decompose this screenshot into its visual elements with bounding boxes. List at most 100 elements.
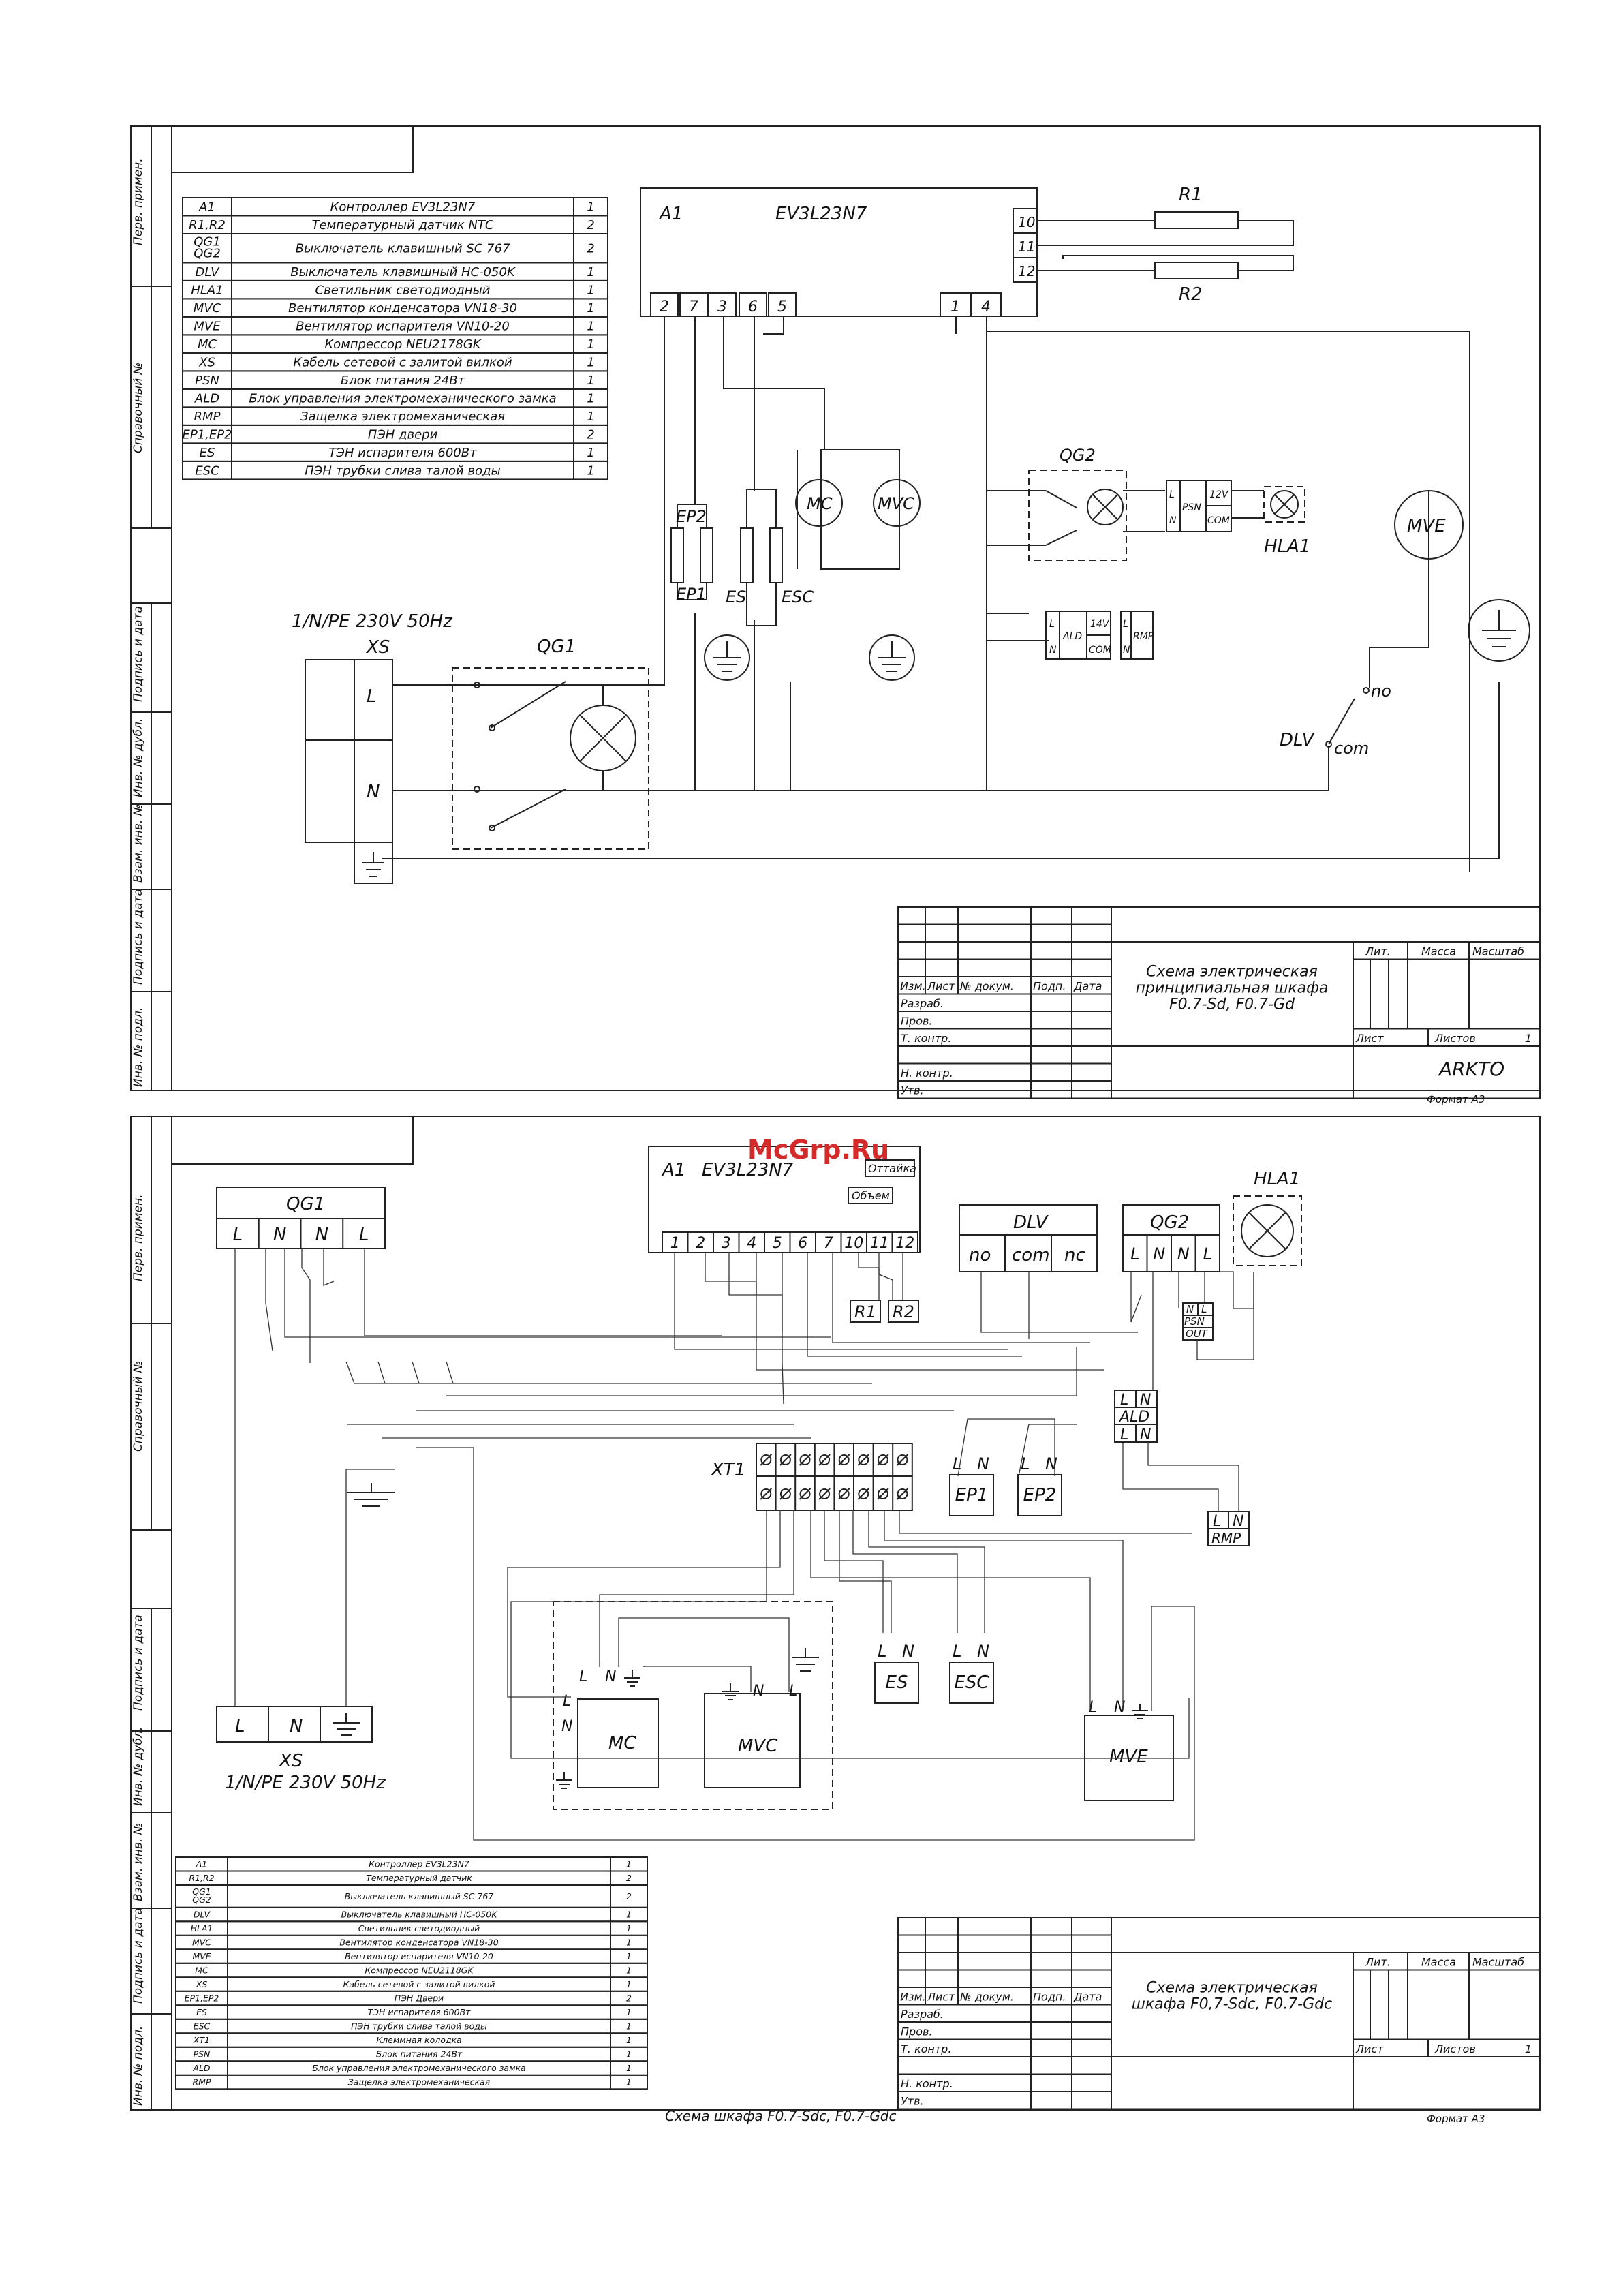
sensor-r1 xyxy=(1154,211,1239,229)
s1-part-qty: 1 xyxy=(587,463,594,478)
s2-part-qty: 1 xyxy=(626,2035,632,2045)
s1-part-desc: Выключатель клавишный HC-050K xyxy=(290,265,516,279)
s2-part-code: XS xyxy=(196,1979,208,1989)
psn-2-n: N xyxy=(1186,1303,1194,1315)
controller-a1-ref: A1 xyxy=(658,204,683,224)
compressor-mc-symbol xyxy=(795,479,843,527)
s1-part-desc: Компрессор NEU2178GK xyxy=(324,337,481,352)
s1-title-rowlabel: Пров. xyxy=(901,1015,933,1028)
s2-part-code: RMP xyxy=(192,2077,211,2087)
s2-part-code: ALD xyxy=(192,2063,211,2073)
terminal-label: 7 xyxy=(689,299,698,316)
rmp-2-n: N xyxy=(1233,1513,1243,1530)
s2-part-qty: 1 xyxy=(626,1979,632,1989)
terminal-label: 6 xyxy=(748,299,758,316)
s2-title-frame xyxy=(897,1917,1541,2110)
s1-part-qty: 1 xyxy=(587,265,594,279)
mvc-2-l: L xyxy=(789,1683,797,1700)
s2-title-rowlabel: Т. контр. xyxy=(901,2042,951,2055)
xt1-screw xyxy=(799,1488,811,1499)
s1-title-rowlabel: Разраб. xyxy=(901,997,944,1010)
s1-part-qty: 2 xyxy=(587,242,594,256)
sheet-2-wiring[interactable] xyxy=(234,1249,1254,1841)
mc-2-l-top: L xyxy=(579,1668,587,1685)
terminal-label: 3 xyxy=(717,299,727,316)
mvc-2-box xyxy=(704,1693,801,1788)
s2-title-rowlabel: Разраб. xyxy=(901,2008,944,2021)
s2-part-code: QG1 xyxy=(192,1886,211,1897)
controller2-defrost xyxy=(865,1159,915,1177)
psn-12v: 12V xyxy=(1209,489,1229,500)
side2-label-3: Подпись и дата xyxy=(132,1614,145,1711)
s1-part-qty: 2 xyxy=(587,218,594,232)
s1-part-desc: ПЭН двери xyxy=(368,427,438,442)
xt1-screw xyxy=(877,1488,888,1499)
sheet-1-frame xyxy=(130,125,1541,1091)
s2-title-header: Дата xyxy=(1073,1991,1102,2004)
controller2-terminal-label: 4 xyxy=(747,1235,756,1252)
side-label-5: Взам. инв. № xyxy=(132,804,145,883)
s2-part-qty: 1 xyxy=(626,1951,632,1961)
sheet-1: Перв. примен. Справочный № Подпись и дат… xyxy=(130,125,1541,1105)
side-label-2: Справочный № xyxy=(132,363,145,453)
r1-2-label: R1 xyxy=(854,1302,876,1321)
side-label-6: Подпись и дата xyxy=(132,889,145,985)
controller2-volume-label: Объем xyxy=(852,1189,890,1202)
s2-part-qty: 1 xyxy=(626,2063,632,2073)
xt1-screw xyxy=(779,1488,791,1499)
qg2-terminal-label: L xyxy=(1130,1244,1139,1264)
fan-mve-symbol xyxy=(1394,490,1464,560)
s1-part-code: A1 xyxy=(198,200,215,215)
s1-title-header: Дата xyxy=(1073,980,1102,993)
s2-part-qty: 1 xyxy=(626,1909,632,1919)
ald-2-n1: N xyxy=(1140,1392,1151,1409)
s1-title-name: Схема электрическая xyxy=(1146,964,1318,981)
plug-n: N xyxy=(367,782,380,802)
sheet-2-caption: Схема шкафа F0.7-Sdc, F0.7-Gdc xyxy=(665,2108,897,2124)
terminal-cell xyxy=(768,292,797,317)
terminal-10: 10 xyxy=(1018,214,1035,230)
s1-part-row xyxy=(182,460,608,480)
side-label-3: Подпись и дата xyxy=(132,606,145,702)
lamp-hla1-box xyxy=(1263,486,1305,523)
side-label-1: Перв. примен. xyxy=(132,158,145,245)
sheet-1-org: ARKTO xyxy=(1438,1058,1504,1080)
s1-title-name: F0.7-Sd, F0.7-Gd xyxy=(1169,996,1295,1013)
mve-2-label: MVE xyxy=(1109,1747,1148,1767)
s2-title-header: Изм. xyxy=(900,1991,926,2004)
psn-2-label: PSN xyxy=(1184,1315,1205,1328)
xt1-screw xyxy=(799,1454,811,1465)
controller2-volume xyxy=(848,1187,893,1204)
mc-2-box xyxy=(577,1698,659,1788)
s2-part-desc: Защелка электромеханическая xyxy=(348,2077,491,2087)
ep2-box xyxy=(1017,1474,1062,1516)
terminal-cell xyxy=(679,292,708,317)
controller2-terminal-label: 2 xyxy=(696,1235,705,1252)
mc-2-n-side: N xyxy=(561,1718,572,1735)
es-box xyxy=(874,1662,919,1704)
psn-n: N xyxy=(1169,515,1177,526)
terminal-cell xyxy=(739,292,767,317)
s2-title-rowlabel: Утв. xyxy=(901,2095,924,2108)
s1-title-rowlabel: Н. контр. xyxy=(901,1067,953,1080)
s2-title-name: шкафа F0,7-Sdc, F0.7-Gdc xyxy=(1132,1996,1332,2013)
switch-qg1-box xyxy=(452,667,649,850)
ground-symbols-sheet-1 xyxy=(704,599,1530,681)
controller2-terminal-label: 12 xyxy=(895,1235,914,1252)
s1-part-qty: 1 xyxy=(587,200,594,215)
s2-part-desc: Выключатель клавишный HC-050K xyxy=(341,1909,499,1919)
s1-part-qty: 1 xyxy=(587,283,594,297)
s2-title-scale: Масштаб xyxy=(1472,1956,1524,1969)
rmp-2-label: RMP xyxy=(1211,1530,1241,1546)
s1-title-name: принципиальная шкафа xyxy=(1136,980,1329,997)
s2-title-lit: Лит. xyxy=(1365,1956,1391,1969)
controller2-terminal-label: 10 xyxy=(844,1235,863,1252)
side2-label-2: Справочный № xyxy=(132,1361,145,1452)
s2-part-desc: Вентилятор конденсатора VN18-30 xyxy=(339,1937,498,1947)
motor-compartment xyxy=(553,1601,833,1810)
xt1-screw xyxy=(838,1488,850,1499)
s2-title-sheets-val: 1 xyxy=(1525,2042,1532,2055)
sheet-1-corner-box xyxy=(171,125,414,173)
ep2-l: L xyxy=(1021,1454,1030,1473)
